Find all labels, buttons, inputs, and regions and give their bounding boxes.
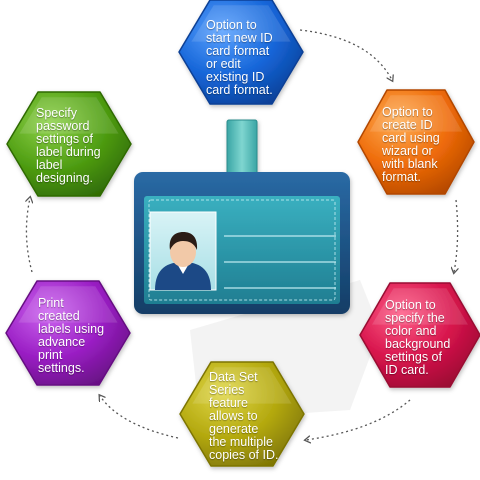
id-card-stitch xyxy=(148,199,336,301)
connector-arrows xyxy=(26,29,458,440)
hexagon-data-set-series-gloss xyxy=(192,367,292,404)
hexagon-data-set-series xyxy=(179,361,305,467)
connector-yellow-to-purple xyxy=(100,396,179,439)
hexagon-start-format-gloss xyxy=(191,5,291,42)
hexagon-create-card-gloss xyxy=(369,95,463,132)
id-card-icon xyxy=(134,119,350,314)
hexagon-password-settings xyxy=(6,91,132,197)
connector-blue-to-orange xyxy=(299,29,392,80)
hexagon-start-format xyxy=(178,0,304,105)
avatar-icon xyxy=(155,232,211,290)
hexagon-color-settings-gloss xyxy=(372,288,468,325)
hexagon-print-labels-gloss xyxy=(18,286,118,323)
hexagon-print-labels xyxy=(5,280,131,386)
connector-purple-to-green xyxy=(26,198,32,273)
hexagon-password-settings-gloss xyxy=(19,97,119,134)
hexagon-create-card xyxy=(357,89,475,195)
connector-orange-to-red xyxy=(454,199,458,272)
connector-red-to-yellow xyxy=(306,399,411,440)
hexagon-steps xyxy=(5,0,480,467)
hexagon-color-settings xyxy=(359,282,480,388)
